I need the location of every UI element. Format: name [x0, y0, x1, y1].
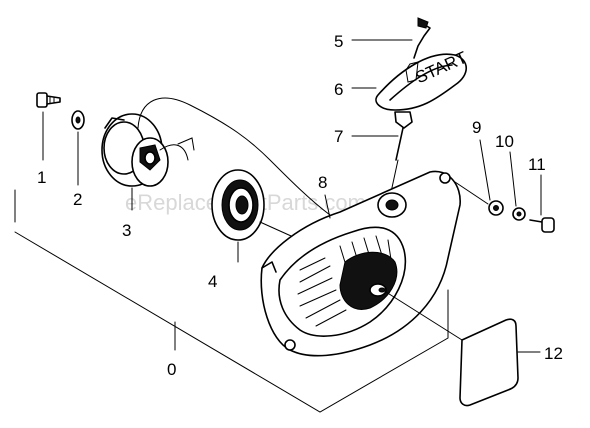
callout-3: 3: [122, 221, 131, 240]
callout-8: 8: [318, 173, 327, 192]
callout-1: 1: [37, 168, 46, 187]
callout-0: 0: [167, 360, 176, 379]
part-8-starter-housing: [260, 170, 463, 357]
part-10-lock-washer: [509, 151, 526, 221]
callout-9: 9: [472, 118, 481, 137]
callout-11: 11: [528, 155, 546, 174]
callout-6: 6: [334, 80, 343, 99]
part-4-spring: [211, 169, 301, 263]
part-1-bolt: [36, 92, 61, 161]
part-5-rope-end: [351, 17, 431, 59]
part-3-pulley: [101, 97, 331, 216]
callout-7: 7: [334, 127, 343, 146]
part-9-washer: [454, 139, 504, 216]
callout-4: 4: [208, 272, 217, 291]
part-2-washer: [71, 110, 85, 186]
part-12-label-plate: [459, 318, 541, 407]
part-11-screw: [529, 174, 555, 233]
part-6-handle-grip: START: [351, 48, 470, 111]
callout-2: 2: [73, 190, 82, 209]
callout-5: 5: [334, 32, 343, 51]
part-7-rope-guide: [351, 111, 413, 207]
callout-10: 10: [495, 132, 514, 151]
assembly-bracket: [14, 189, 449, 413]
callout-12: 12: [544, 344, 563, 363]
